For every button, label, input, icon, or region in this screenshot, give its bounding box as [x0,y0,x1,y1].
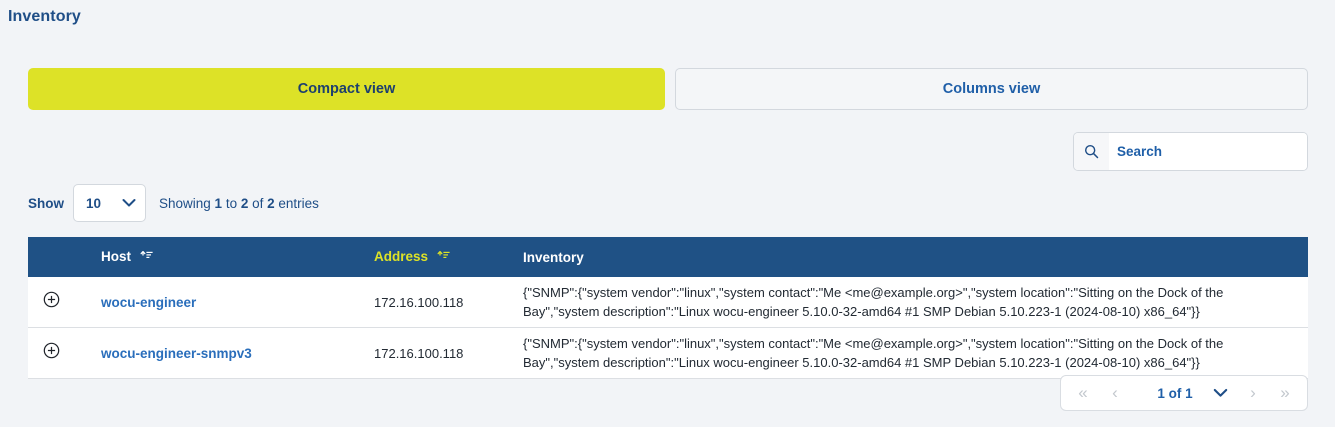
page-title: Inventory [8,8,81,25]
column-header-address-label: Address [374,248,429,264]
show-label: Show [28,195,64,211]
view-tabs: Compact view Columns view [28,68,1308,110]
table-row: wocu-engineer 172.16.100.118 {"SNMP":{"s… [28,277,1308,328]
entries-per-page-select[interactable]: 10 [73,184,146,222]
tab-compact-view[interactable]: Compact view [28,68,665,110]
pagination-page-label: 1 of 1 [1157,385,1193,401]
sort-icon[interactable] [140,250,153,266]
tab-columns-view[interactable]: Columns view [675,68,1308,110]
pagination-first-button[interactable]: « [1078,383,1088,402]
tab-columns-view-label: Columns view [942,81,1041,97]
inventory-table: Host Address [28,237,1308,379]
column-header-inventory[interactable]: Inventory [514,237,1308,277]
row-address-cell: 172.16.100.118 [374,277,514,328]
row-expand-cell [28,327,74,379]
plus-circle-icon[interactable] [43,342,60,364]
column-header-host-label: Host [101,248,131,264]
tab-compact-view-label: Compact view [297,81,396,97]
entries-per-page-value: 10 [86,195,102,211]
row-inventory-cell: {"SNMP":{"system vendor":"linux","system… [514,277,1308,328]
sort-icon[interactable] [437,250,450,266]
chevron-down-icon [122,199,136,208]
row-expand-cell [28,277,74,328]
row-address-cell: 172.16.100.118 [374,327,514,379]
column-header-expand [28,237,74,277]
pagination-next-button[interactable]: › [1250,383,1256,402]
host-link[interactable]: wocu-engineer-snmpv3 [101,345,252,361]
column-header-host[interactable]: Host [74,237,374,277]
row-host-cell: wocu-engineer-snmpv3 [74,327,374,379]
table-header-row: Host Address [28,237,1308,277]
plus-circle-icon[interactable] [43,291,60,313]
table-row: wocu-engineer-snmpv3 172.16.100.118 {"SN… [28,327,1308,379]
column-header-inventory-label: Inventory [523,249,584,265]
search-icon [1074,133,1109,170]
row-host-cell: wocu-engineer [74,277,374,328]
chevron-down-icon[interactable] [1203,388,1237,398]
length-menu: Show 10 Showing 1 to 2 of 2 entries [28,184,319,222]
pagination-prev-button[interactable]: ‹ [1112,383,1118,402]
host-link[interactable]: wocu-engineer [101,294,197,310]
row-inventory-cell: {"SNMP":{"system vendor":"linux","system… [514,327,1308,379]
pagination: « ‹ 1 of 1 › » [1060,375,1308,411]
column-header-address[interactable]: Address [374,237,514,277]
search-box[interactable] [1073,132,1308,171]
search-input[interactable] [1109,133,1307,170]
pagination-last-button[interactable]: » [1280,383,1290,402]
entries-info: Showing 1 to 2 of 2 entries [159,195,319,211]
